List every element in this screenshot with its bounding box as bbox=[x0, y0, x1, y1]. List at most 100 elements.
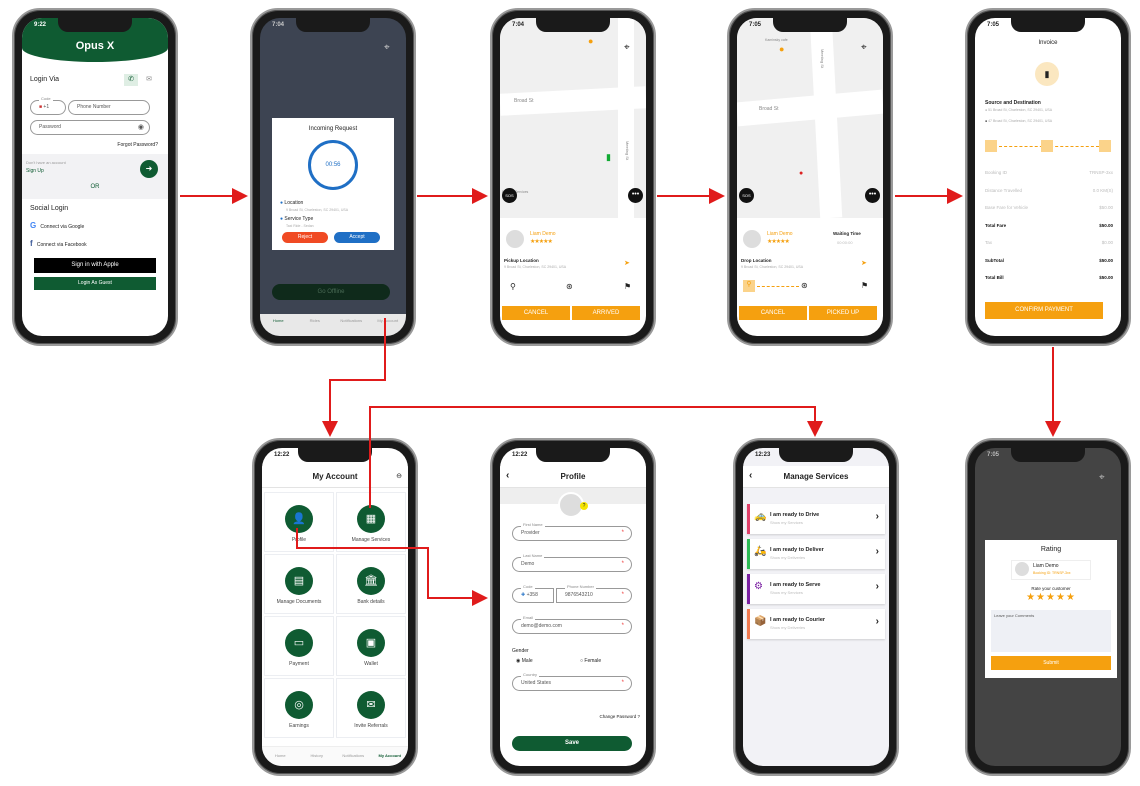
tab-home[interactable]: Home bbox=[272, 318, 284, 323]
gender-female-radio[interactable]: ○ Female bbox=[580, 658, 602, 664]
more-options-button[interactable]: ••• bbox=[865, 188, 880, 203]
customer-rating: ★★★★★ bbox=[530, 239, 553, 245]
reject-button[interactable]: Reject bbox=[282, 232, 328, 243]
tab-home[interactable]: Home bbox=[274, 753, 286, 758]
tab-notifications[interactable]: Notifications bbox=[342, 753, 365, 758]
invoice-row-value: $50.00 bbox=[1099, 257, 1113, 263]
tab-rides[interactable]: Rides bbox=[309, 318, 320, 323]
accept-button[interactable]: Accept bbox=[334, 232, 380, 243]
email-login-icon[interactable]: ✉ bbox=[146, 76, 152, 83]
picked-up-button[interactable]: PICKED UP bbox=[809, 306, 877, 320]
invoice-row-value: $0.00 bbox=[1101, 240, 1113, 245]
chevron-right-icon[interactable]: › bbox=[875, 616, 879, 627]
submit-button[interactable]: Submit bbox=[991, 656, 1111, 670]
navigate-icon[interactable]: ➤ bbox=[861, 260, 867, 267]
location-pin-icon: ⚲ bbox=[510, 282, 516, 291]
save-button[interactable]: Save bbox=[512, 736, 632, 751]
phone-code-field[interactable]: Code✚ +358 bbox=[512, 584, 554, 603]
invoice-row-label: Total Fare bbox=[985, 222, 1007, 228]
chevron-right-icon[interactable]: › bbox=[875, 546, 879, 557]
locate-icon[interactable]: ⌖ bbox=[1099, 472, 1105, 483]
apple-login-button[interactable]: Sign in with Apple bbox=[34, 258, 156, 273]
chevron-right-icon[interactable]: › bbox=[875, 581, 879, 592]
logout-icon[interactable]: ⊖ bbox=[396, 473, 402, 480]
cancel-button[interactable]: CANCEL bbox=[739, 306, 807, 320]
google-login-button[interactable]: G Connect via Google bbox=[30, 221, 85, 230]
locate-icon[interactable]: ⌖ bbox=[861, 42, 867, 53]
change-password-link[interactable]: Change Password ? bbox=[599, 714, 640, 719]
more-options-button[interactable]: ••• bbox=[628, 188, 643, 203]
back-icon[interactable]: ‹ bbox=[506, 470, 510, 481]
tile-icon: ▣ bbox=[357, 629, 385, 657]
comments-input[interactable]: Leave your Comments bbox=[991, 610, 1111, 652]
customer-avatar bbox=[743, 230, 761, 248]
locate-icon[interactable]: ⌖ bbox=[624, 42, 630, 53]
guest-login-button[interactable]: Login As Guest bbox=[34, 277, 156, 290]
arrived-button[interactable]: ARRIVED bbox=[572, 306, 640, 320]
phone-manage-services: 12:23 Manage Services ‹ 🚕I am ready to D… bbox=[733, 438, 899, 776]
account-tile-earnings[interactable]: ◎Earnings bbox=[264, 678, 334, 738]
cancel-button[interactable]: CANCEL bbox=[502, 306, 570, 320]
account-tile-invite-referrals[interactable]: ✉ Invite Referrals bbox=[336, 678, 406, 738]
account-tile-manage-documents[interactable]: ▤Manage Documents bbox=[264, 554, 334, 614]
tab-history[interactable]: History bbox=[310, 753, 323, 758]
status-time: 7:05 bbox=[987, 22, 1000, 28]
flag-icon: ⚑ bbox=[624, 282, 632, 291]
eye-icon[interactable]: ◉ bbox=[137, 124, 144, 131]
phone-incoming-request: 7:04 ⌖ Incoming Request 00:56 ● Location… bbox=[250, 8, 416, 346]
go-offline-button[interactable]: Go Offline bbox=[272, 284, 390, 300]
invoice-row-value: $50.00 bbox=[1099, 222, 1113, 228]
navigate-icon[interactable]: ➤ bbox=[624, 260, 630, 267]
sos-button[interactable]: SOS bbox=[739, 188, 754, 203]
edit-avatar-icon[interactable]: ? bbox=[580, 502, 588, 510]
login-arrow-button[interactable]: ➜ bbox=[140, 160, 158, 178]
service-icon: 📦 bbox=[754, 616, 767, 627]
forgot-password-link[interactable]: Forgot Password? bbox=[117, 142, 158, 148]
status-time: 12:22 bbox=[274, 452, 290, 458]
sos-button[interactable]: SOS bbox=[502, 188, 517, 203]
location-label: Location bbox=[284, 200, 304, 206]
phone-number-input[interactable]: Phone Number bbox=[68, 100, 150, 115]
map-view[interactable]: Broad St Meeting St Kaminsky cafe ● ● bbox=[737, 18, 883, 219]
sign-up-link[interactable]: Sign Up bbox=[26, 168, 44, 174]
steering-wheel-icon: ⊛ bbox=[566, 282, 573, 291]
tile-label: Invite Referrals bbox=[354, 723, 388, 729]
account-tile-payment[interactable]: ▭Payment bbox=[264, 616, 334, 676]
locate-icon[interactable]: ⌖ bbox=[384, 42, 390, 53]
confirm-payment-button[interactable]: CONFIRM PAYMENT bbox=[985, 302, 1103, 319]
map-view[interactable]: Broad St Meeting St ● ▮ Funeral Services bbox=[500, 18, 646, 218]
facebook-login-button[interactable]: f Connect via Facebook bbox=[30, 239, 87, 248]
phone-rating: 7:05 ⌖ Rating Liam Demo Booking ID: TRNS… bbox=[965, 438, 1131, 776]
account-tile-profile[interactable]: 👤Profile bbox=[264, 492, 334, 552]
star-rating-input[interactable]: ★★★★★ bbox=[1026, 592, 1076, 603]
arrow-profile-tile-to-profile bbox=[296, 528, 488, 606]
tab-my-account[interactable]: My Account bbox=[377, 318, 399, 323]
customer-rating: ★★★★★ bbox=[767, 239, 790, 245]
password-input[interactable]: Password◉ bbox=[30, 120, 150, 135]
bottom-tab-bar: Home History Notifications My Account bbox=[262, 746, 408, 766]
receipt-icon: ▮ bbox=[1035, 62, 1059, 86]
phone-login-icon[interactable]: ✆ bbox=[124, 74, 138, 86]
rate-label: Rate your customer bbox=[1031, 586, 1071, 591]
country-code-field[interactable]: Code■ +1 bbox=[30, 96, 66, 115]
tab-my-account[interactable]: My Account bbox=[378, 753, 402, 758]
invoice-row: Tax$0.00 bbox=[985, 240, 1113, 245]
account-tile-wallet[interactable]: ▣Wallet bbox=[336, 616, 406, 676]
phone-my-account: 12:22 My Account ⊖ 👤Profile▦Manage Servi… bbox=[252, 438, 418, 776]
back-icon[interactable]: ‹ bbox=[749, 470, 753, 481]
account-tile-bank-details[interactable]: 🏛Bank details bbox=[336, 554, 406, 614]
chevron-right-icon[interactable]: › bbox=[875, 511, 879, 522]
tile-icon: ✉ bbox=[357, 691, 385, 719]
tab-notifications[interactable]: Notifications bbox=[340, 318, 363, 323]
gender-male-radio[interactable]: ◉ Male bbox=[516, 658, 533, 664]
app-logo: Opus X bbox=[75, 40, 115, 52]
